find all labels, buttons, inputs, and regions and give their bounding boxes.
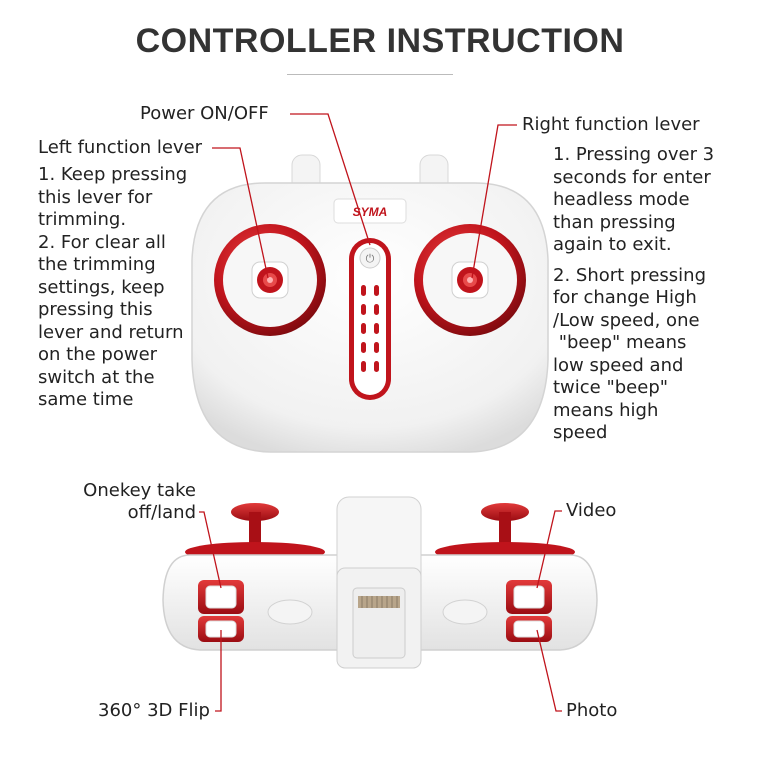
right-desc-line: again to exit. — [553, 234, 672, 255]
left-desc-line: this lever for — [38, 186, 153, 208]
left-desc-line: same time — [38, 389, 134, 410]
left-desc-line: settings, keep — [38, 276, 165, 298]
title-divider — [287, 74, 453, 75]
controller-top-view: SYMA ⏻ — [191, 154, 549, 453]
page-title: CONTROLLER INSTRUCTION — [135, 22, 625, 60]
left-desc-line: 1. Keep pressing — [38, 164, 188, 185]
right-lever-description: 1. Pressing over 3 seconds for enter hea… — [553, 144, 753, 445]
right-desc-line: means high — [553, 399, 659, 421]
left-desc-line: lever and return — [38, 321, 184, 343]
brand-logo: SYMA — [353, 205, 388, 219]
left-desc-line: trimming. — [38, 209, 127, 230]
right-desc-line: for change High — [553, 287, 697, 308]
left-desc-line: the trimming — [38, 254, 156, 275]
photo-label: Photo — [566, 700, 618, 721]
leader-lines — [199, 113, 562, 712]
onekey-label: Onekey take off/land — [76, 480, 196, 524]
right-desc-line: headless mode — [553, 189, 690, 210]
power-icon: ⏻ — [366, 252, 375, 265]
right-desc-line: /Low speed, one — [553, 309, 700, 331]
right-desc-line: 1. Pressing over 3 — [553, 144, 715, 165]
video-label: Video — [566, 500, 617, 521]
right-desc-line: speed — [553, 422, 608, 443]
left-desc-line: on the power — [38, 344, 158, 365]
power-label: Power ON/OFF — [140, 103, 269, 124]
right-lever-label: Right function lever — [522, 114, 700, 135]
onekey-label-line2: off/land — [127, 502, 196, 523]
left-lever-description: 1. Keep pressing this lever for trimming… — [38, 164, 213, 412]
right-desc-line: "beep" means — [553, 332, 687, 353]
left-desc-line: pressing this — [38, 299, 153, 320]
right-desc-line: 2. Short pressing — [553, 264, 707, 286]
right-desc-line: than pressing — [553, 211, 676, 233]
left-lever-label: Left function lever — [38, 137, 203, 158]
flip-label: 360° 3D Flip — [98, 700, 210, 721]
onekey-label-line1: Onekey take — [83, 480, 196, 501]
left-desc-line: 2. For clear all — [38, 231, 166, 253]
right-desc-line: seconds for enter — [553, 166, 711, 188]
right-desc-line: twice "beep" — [553, 377, 669, 398]
controller-side-view — [162, 496, 598, 669]
left-desc-line: switch at the — [38, 366, 155, 388]
right-desc-line: low speed and — [553, 354, 684, 376]
